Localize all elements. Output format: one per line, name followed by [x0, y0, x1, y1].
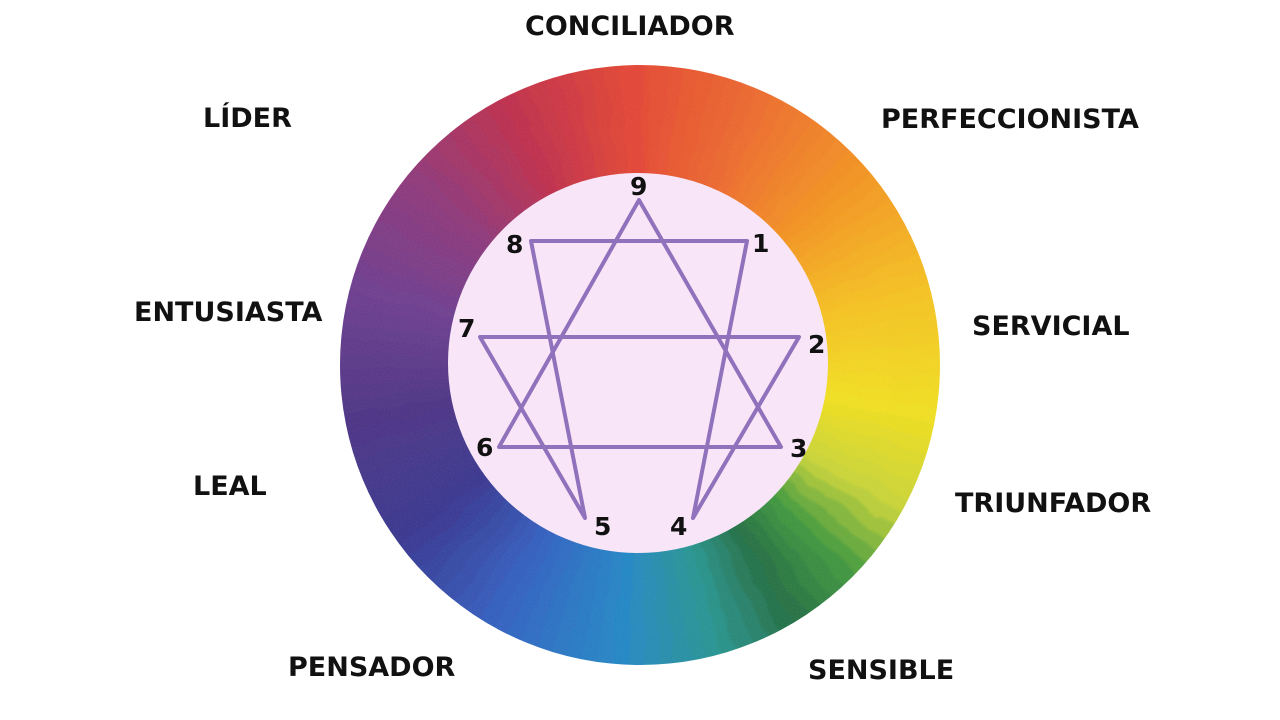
point-9: 9	[630, 172, 647, 201]
point-5: 5	[594, 512, 611, 541]
label-lider: LÍDER	[203, 103, 292, 134]
triangle-369	[497, 198, 783, 449]
point-7: 7	[458, 314, 475, 343]
label-conciliador: CONCILIADOR	[525, 11, 735, 42]
enneagram-lines	[478, 198, 801, 520]
point-numbers: 9 1 2 3 4 5 6 7 8	[458, 172, 825, 541]
point-4: 4	[670, 512, 687, 541]
label-entusiasta: ENTUSIASTA	[134, 297, 323, 328]
inner-disk	[448, 173, 828, 553]
point-8: 8	[506, 230, 523, 259]
label-servicial: SERVICIAL	[972, 311, 1130, 342]
label-triunfador: TRIUNFADOR	[955, 488, 1152, 519]
label-leal: LEAL	[193, 471, 267, 502]
point-6: 6	[476, 433, 493, 462]
hexad-142857	[478, 239, 801, 520]
point-1: 1	[752, 229, 769, 258]
label-perfeccionista: PERFECCIONISTA	[881, 104, 1139, 135]
point-2: 2	[808, 330, 825, 359]
label-pensador: PENSADOR	[288, 652, 456, 683]
point-3: 3	[790, 434, 807, 463]
label-sensible: SENSIBLE	[808, 655, 955, 686]
